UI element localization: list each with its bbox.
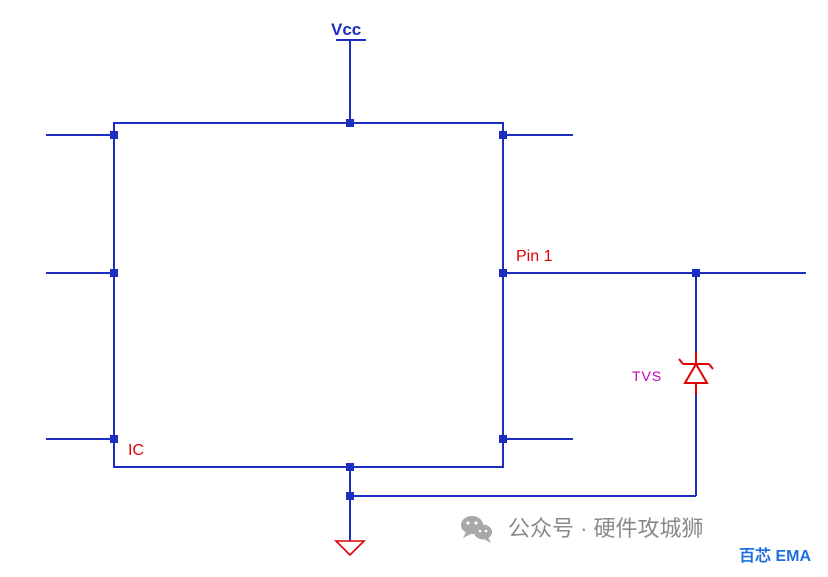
tvs-diode-symbol [678, 352, 714, 395]
junction-ground-top [346, 463, 354, 471]
junction-pin1 [499, 269, 507, 277]
junction-dots [110, 119, 700, 500]
ground-symbol [334, 540, 366, 557]
ic-label: IC [128, 442, 144, 459]
junction-vcc [346, 119, 354, 127]
pin1-label: Pin 1 [516, 248, 553, 265]
junction-ground-return [346, 492, 354, 500]
junction-right-bottom [499, 435, 507, 443]
watermark: 公众号 · 硬件攻城狮 百芯 EMA [461, 516, 811, 565]
ic-body [113, 122, 504, 468]
junction-right-top [499, 131, 507, 139]
tvs-label: TVS [632, 368, 662, 384]
junction-tvs-top [692, 269, 700, 277]
brand-logo: 百芯 EMA [739, 546, 811, 565]
watermark-text: 公众号 · 硬件攻城狮 [508, 516, 704, 541]
junction-left-middle [110, 269, 118, 277]
junction-left-top [110, 131, 118, 139]
junction-left-bottom [110, 435, 118, 443]
wechat-icon [461, 516, 492, 543]
vcc-label: Vcc [331, 20, 361, 39]
